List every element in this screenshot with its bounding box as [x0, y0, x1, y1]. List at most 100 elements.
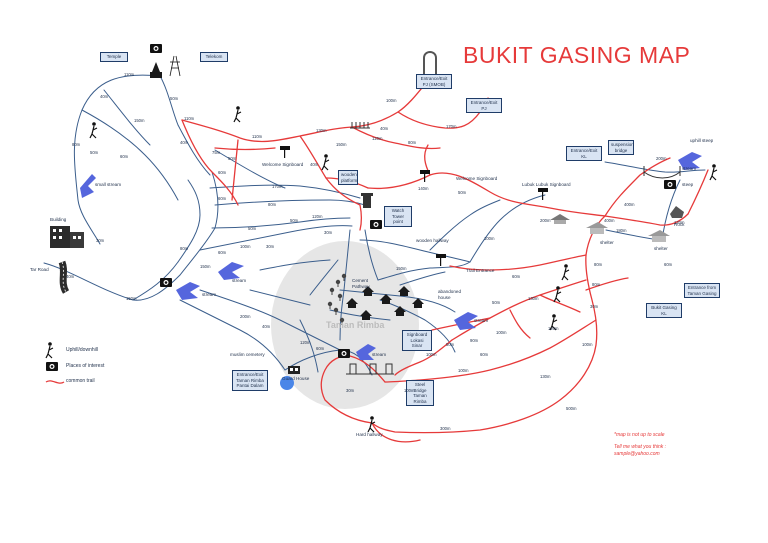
legend-poi-text: Places of interest [66, 363, 105, 369]
entrance-taman-rimba-box: Entrance/Exit Taman Rimba Pantai Dalam [232, 370, 268, 391]
entrance-taman-gasing-box: Entrance from Taman Gasing [684, 283, 720, 298]
hiker-icon-3 [321, 154, 330, 171]
building-label: Building [50, 217, 67, 222]
stream-label-right: stream [474, 318, 489, 323]
distance-label: 130m [540, 374, 551, 379]
watch-tower-icon [361, 193, 373, 208]
camera-icon-legend [46, 362, 58, 371]
stream-shape-mid [218, 262, 244, 280]
rock-icon [670, 206, 684, 218]
shelter-label-2: shelter [654, 246, 668, 251]
distance-label: 30m [324, 230, 333, 235]
stream-shape-right [454, 312, 478, 330]
distance-label: 100m [496, 330, 507, 335]
camera-icon-temple [150, 44, 162, 53]
scale-note: *map is not up to scale [614, 432, 665, 438]
distance-label: 80m [72, 142, 81, 147]
distance-label: 120m [548, 326, 559, 331]
map-title: BUKIT GASING MAP [463, 42, 691, 68]
distance-label: 120m [300, 340, 311, 345]
distance-label: 60m [512, 274, 521, 279]
distance-label: 40m [180, 140, 189, 145]
distance-label: 50m [228, 156, 237, 161]
distance-label: 150m [134, 118, 145, 123]
distance-label: 170m [446, 124, 457, 129]
distance-label: 100m [386, 98, 397, 103]
taman-rimba-zone [271, 241, 419, 409]
distance-label: 75m [212, 150, 221, 155]
steel-bridge-icon [346, 363, 394, 375]
entrance-pj-box: Entrance/Exit PJ [466, 98, 502, 113]
welcome-signboard-label-2: Welcome Signboard [456, 176, 498, 181]
camera-icon-left [160, 278, 172, 287]
streams [80, 152, 702, 360]
muslim-cemetery-label: muslim cemetery [230, 352, 265, 357]
distance-label: 180m [616, 228, 627, 233]
distance-label: 170m [272, 184, 283, 189]
distance-label: 110m [252, 134, 263, 139]
distance-label: 60m [218, 250, 227, 255]
distance-label: 40m [100, 94, 109, 99]
hiker-icon-7 [367, 416, 376, 433]
distance-label: 30m [346, 388, 355, 393]
distance-label: 80m [594, 262, 603, 267]
distance-label: 200m [240, 314, 251, 319]
feedback-note: Tell me what you think : [614, 444, 667, 450]
taman-rimba-label: Taman Rimba [326, 320, 385, 330]
telekom-tower-icon [169, 55, 181, 77]
stream-label-mid: stream [232, 278, 247, 283]
distance-label: 130m [528, 296, 539, 301]
guard-house-label: Guard House [282, 376, 310, 381]
telekom-box: Telekom [200, 52, 228, 62]
hiker-icon-6 [549, 314, 558, 331]
email-note[interactable]: sample@yahoo.com [614, 451, 660, 457]
distance-label: 60m [218, 196, 227, 201]
distance-label: 120m [372, 136, 383, 141]
distance-label: 100m [240, 244, 251, 249]
camera-icon-watch [370, 220, 382, 229]
distance-label: 150m [200, 264, 211, 269]
tar-road-icon [58, 260, 70, 294]
distance-label: 50m [492, 300, 501, 305]
distance-label: 60m [664, 262, 673, 267]
distance-label: 80m [408, 140, 417, 145]
welcome-signboard-label-1: Welcome Signboard [262, 162, 304, 167]
distance-label: 500m [566, 406, 577, 411]
suspension-bridge-box: suspension bridge [608, 140, 634, 155]
distance-label: 50m [446, 342, 455, 347]
distance-label: 150m [126, 296, 137, 301]
distance-label: 150m [396, 266, 407, 271]
hiker-icon-4 [561, 264, 570, 281]
shelter-label-1: shelter [600, 240, 614, 245]
distance-label: 100m [484, 236, 495, 241]
stream-shape-mid2 [176, 282, 200, 300]
steel-bridge-box: Steel Bridge Taman Rimba [406, 380, 434, 406]
camera-icons [46, 44, 676, 371]
hiker-icon-5 [553, 286, 562, 303]
suspension-bridge-icon [643, 166, 681, 179]
distance-label: 40m [310, 162, 319, 167]
distance-label: 30m [590, 304, 599, 309]
bridge-icon-top [350, 122, 370, 129]
distance-label: 140m [418, 186, 429, 191]
steep-label: steep [682, 182, 694, 187]
stream-label-tr: stream [682, 166, 697, 171]
signboard-lokasi-box: Signboard Lokasi Sinar [402, 330, 432, 351]
distance-label: 60m [316, 346, 325, 351]
distance-label: 130m [316, 128, 327, 133]
rock-label: Rock [674, 222, 685, 227]
legend-trail-line [45, 380, 65, 384]
distance-label: 50m [248, 226, 257, 231]
distance-label: 100m [458, 368, 469, 373]
hut-icons [288, 286, 424, 374]
bukit-gasing-kl-box: Bukit Gasing KL [646, 303, 682, 318]
distance-label: 40m [262, 324, 271, 329]
entrance-pj-smob-box: Entrance/Exit PJ (SMOB) [416, 74, 452, 89]
distance-label: 400m [624, 202, 635, 207]
hiker-icon-2 [233, 106, 242, 123]
distance-label: 200m [540, 218, 551, 223]
distance-label: 30m [266, 244, 275, 249]
distance-label: 120m [674, 220, 685, 225]
common-trail-network [181, 77, 709, 443]
